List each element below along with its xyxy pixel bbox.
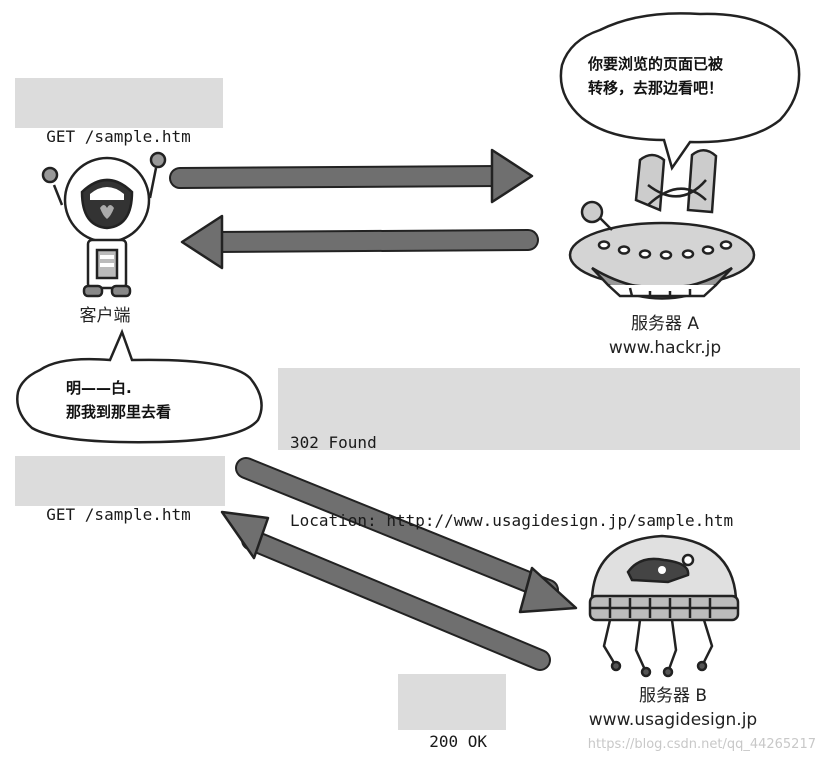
response-302-found: 302 Found Location: http://www.usagidesi…: [278, 368, 800, 530]
client-speech-bubble: [16, 328, 263, 444]
server-a-name: 服务器 A: [630, 314, 700, 334]
server-a-label: 服务器 A www.hackr.jp: [580, 312, 750, 360]
arrow-client-to-server-b: [235, 457, 578, 614]
arrow-client-to-server-a: [169, 148, 534, 204]
arrow-server-b-to-client: [220, 510, 551, 671]
client-bubble-text: 明——白. 那我到那里去看: [66, 376, 246, 424]
request-get-text: GET /sample.htm: [46, 127, 191, 146]
server-b-jellyfish-icon: [588, 534, 740, 678]
client-label: 客户端: [79, 306, 131, 326]
server-a-bubble-line-2: 转移，去那边看吧！: [588, 79, 724, 97]
server-b-host: www.usagidesign.jp: [588, 710, 758, 730]
client-bubble-line-1: 明——白.: [66, 379, 132, 397]
response-200-ok: 200 OK: [398, 674, 506, 751]
server-a-bubble-line-1: 你要浏览的页面已被: [588, 55, 724, 73]
request-get-server-a: GET /sample.htm: [15, 78, 223, 146]
server-a-host: www.hackr.jp: [608, 338, 722, 358]
request-get-server-b: GET /sample.htm: [15, 456, 225, 524]
response-ok-text: 200 OK: [429, 732, 488, 751]
server-b-name: 服务器 B: [638, 686, 708, 706]
server-a-ufo-icon: [568, 149, 756, 300]
response-location-line: Location: http://www.usagidesign.jp/samp…: [290, 511, 734, 530]
arrow-server-a-to-client: [180, 214, 539, 270]
server-a-speech-bubble: [559, 12, 801, 171]
server-a-bubble-text: 你要浏览的页面已被 转移，去那边看吧！: [588, 52, 788, 100]
request-get-text: GET /sample.htm: [46, 505, 191, 524]
client-robot-icon: [41, 151, 167, 298]
watermark: https://blog.csdn.net/qq_44265217: [587, 737, 816, 752]
server-b-label: 服务器 B www.usagidesign.jp: [568, 684, 778, 732]
response-status-line: 302 Found: [290, 433, 377, 452]
client-bubble-line-2: 那我到那里去看: [66, 403, 172, 421]
